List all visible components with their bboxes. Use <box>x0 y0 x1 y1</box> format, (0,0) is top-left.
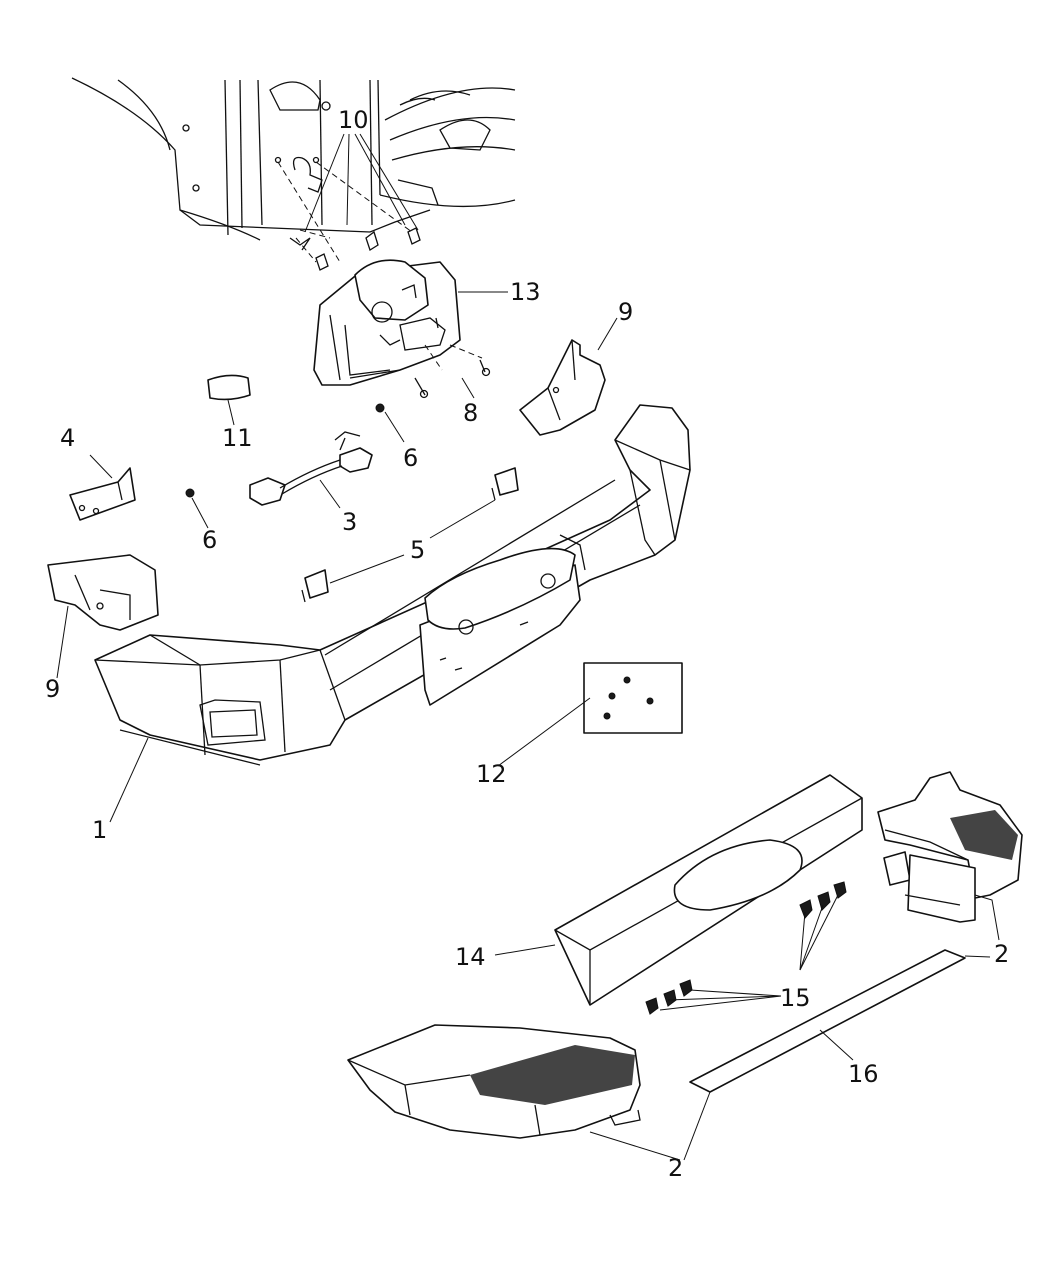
bracket-4 <box>69 467 136 521</box>
bracket-9-right <box>519 339 606 436</box>
callout-11: 11 <box>222 424 253 452</box>
callout-10: 10 <box>338 106 369 134</box>
callout-15: 15 <box>780 984 811 1012</box>
callout-1: 1 <box>92 816 107 844</box>
fascia-14 <box>554 774 863 1006</box>
callout-labels: 1 2 2 2 3 4 5 6 6 8 9 9 10 11 12 13 14 1… <box>45 106 1009 1182</box>
callout-5: 5 <box>410 536 425 564</box>
bolts-8 <box>414 344 491 399</box>
callout-13: 13 <box>510 278 541 306</box>
leader-lines <box>56 133 1000 1161</box>
callout-14: 14 <box>455 943 486 971</box>
strip-16 <box>689 949 966 1093</box>
fastener-kit-12 <box>583 662 683 734</box>
callout-2-strip: 2 <box>668 1154 683 1182</box>
callout-9-right: 9 <box>618 298 633 326</box>
nuts-6 <box>185 403 385 498</box>
callout-4: 4 <box>60 424 75 452</box>
callout-6-right: 6 <box>403 444 418 472</box>
callout-6-left: 6 <box>202 526 217 554</box>
hitch-bracket-13 <box>313 259 461 386</box>
callout-2-right: 2 <box>994 940 1009 968</box>
bumper-1 <box>94 404 691 766</box>
callout-9-left: 9 <box>45 675 60 703</box>
callout-8: 8 <box>463 399 478 427</box>
fasteners-15 <box>645 881 847 1015</box>
bracket-5 <box>301 467 519 603</box>
callout-3: 3 <box>342 508 357 536</box>
step-2-right <box>877 771 1023 923</box>
step-2-left <box>347 1024 641 1139</box>
bracket-9-left <box>47 554 159 631</box>
plate-bracket <box>419 547 581 706</box>
callout-16: 16 <box>848 1060 879 1088</box>
pad-11 <box>207 374 251 401</box>
vehicle-body <box>71 77 516 241</box>
harness-3 <box>249 431 373 506</box>
callout-12: 12 <box>476 760 507 788</box>
